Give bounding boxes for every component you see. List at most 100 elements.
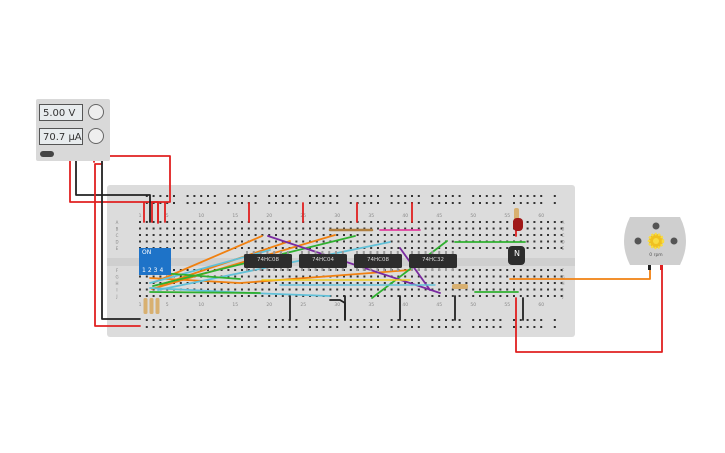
rail-hole[interactable] xyxy=(159,202,162,204)
power-switch[interactable] xyxy=(40,151,54,157)
terminal-hole[interactable] xyxy=(139,221,141,223)
terminal-hole[interactable] xyxy=(451,295,454,297)
terminal-hole[interactable] xyxy=(472,288,475,291)
rail-hole[interactable] xyxy=(431,319,434,321)
terminal-hole[interactable] xyxy=(159,227,162,230)
terminal-hole[interactable] xyxy=(431,240,434,243)
rail-hole[interactable] xyxy=(526,326,529,328)
terminal-hole[interactable] xyxy=(390,247,393,249)
terminal-hole[interactable] xyxy=(485,288,488,291)
resistor[interactable] xyxy=(452,284,468,289)
terminal-hole[interactable] xyxy=(506,234,509,236)
terminal-hole[interactable] xyxy=(560,282,563,284)
rail-hole[interactable] xyxy=(404,319,407,321)
rail-hole[interactable] xyxy=(390,202,393,204)
terminal-hole[interactable] xyxy=(417,247,420,249)
rail-hole[interactable] xyxy=(159,195,162,197)
terminal-hole[interactable] xyxy=(254,234,257,236)
terminal-hole[interactable] xyxy=(492,234,495,236)
terminal-hole[interactable] xyxy=(533,282,536,284)
rail-hole[interactable] xyxy=(322,326,325,328)
terminal-hole[interactable] xyxy=(397,288,400,291)
terminal-hole[interactable] xyxy=(302,269,305,271)
rail-hole[interactable] xyxy=(329,202,332,204)
terminal-hole[interactable] xyxy=(451,275,454,278)
terminal-hole[interactable] xyxy=(329,221,332,223)
terminal-hole[interactable] xyxy=(336,295,339,297)
rail-hole[interactable] xyxy=(309,202,311,204)
terminal-hole[interactable] xyxy=(302,227,305,230)
terminal-hole[interactable] xyxy=(145,288,148,291)
rail-hole[interactable] xyxy=(336,326,339,328)
terminal-hole[interactable] xyxy=(445,275,447,278)
terminal-hole[interactable] xyxy=(377,275,379,278)
terminal-hole[interactable] xyxy=(526,275,529,278)
terminal-hole[interactable] xyxy=(506,282,509,284)
terminal-hole[interactable] xyxy=(553,282,556,284)
terminal-hole[interactable] xyxy=(356,227,359,230)
terminal-hole[interactable] xyxy=(247,288,250,291)
terminal-hole[interactable] xyxy=(261,234,264,236)
terminal-hole[interactable] xyxy=(472,227,475,230)
wire[interactable] xyxy=(399,247,431,291)
terminal-hole[interactable] xyxy=(363,295,366,297)
rail-hole[interactable] xyxy=(370,326,373,328)
terminal-hole[interactable] xyxy=(492,295,495,297)
rail-hole[interactable] xyxy=(322,319,325,321)
terminal-hole[interactable] xyxy=(560,221,563,223)
rail-hole[interactable] xyxy=(377,326,379,328)
chip-2[interactable] xyxy=(299,254,347,268)
terminal-hole[interactable] xyxy=(492,247,495,249)
terminal-hole[interactable] xyxy=(479,269,481,271)
terminal-hole[interactable] xyxy=(166,234,169,236)
terminal-hole[interactable] xyxy=(207,234,209,236)
terminal-hole[interactable] xyxy=(241,288,243,291)
terminal-hole[interactable] xyxy=(431,282,434,284)
terminal-hole[interactable] xyxy=(349,275,352,278)
terminal-hole[interactable] xyxy=(139,240,141,243)
terminal-hole[interactable] xyxy=(213,247,216,249)
terminal-hole[interactable] xyxy=(268,295,271,297)
terminal-hole[interactable] xyxy=(377,221,379,223)
terminal-hole[interactable] xyxy=(309,234,311,236)
rail-hole[interactable] xyxy=(254,195,257,197)
rail-hole[interactable] xyxy=(227,319,230,321)
terminal-hole[interactable] xyxy=(485,275,488,278)
terminal-hole[interactable] xyxy=(322,288,325,291)
terminal-hole[interactable] xyxy=(513,288,515,291)
rail-hole[interactable] xyxy=(377,202,379,204)
rail-hole[interactable] xyxy=(281,202,284,204)
terminal-hole[interactable] xyxy=(370,240,373,243)
rail-hole[interactable] xyxy=(322,202,325,204)
rail-hole[interactable] xyxy=(193,326,196,328)
rail-hole[interactable] xyxy=(485,326,488,328)
rail-hole[interactable] xyxy=(519,195,522,197)
terminal-hole[interactable] xyxy=(485,269,488,271)
terminal-hole[interactable] xyxy=(431,288,434,291)
rail-hole[interactable] xyxy=(207,195,209,197)
terminal-hole[interactable] xyxy=(540,227,543,230)
rail-hole[interactable] xyxy=(451,195,454,197)
terminal-hole[interactable] xyxy=(247,269,250,271)
terminal-hole[interactable] xyxy=(465,247,468,249)
rail-hole[interactable] xyxy=(438,319,441,321)
terminal-hole[interactable] xyxy=(295,275,298,278)
terminal-hole[interactable] xyxy=(186,269,189,271)
terminal-hole[interactable] xyxy=(254,288,257,291)
terminal-hole[interactable] xyxy=(404,275,407,278)
terminal-hole[interactable] xyxy=(390,295,393,297)
terminal-hole[interactable] xyxy=(295,234,298,236)
terminal-hole[interactable] xyxy=(553,247,556,249)
terminal-hole[interactable] xyxy=(343,275,345,278)
rail-hole[interactable] xyxy=(315,319,318,321)
terminal-hole[interactable] xyxy=(397,275,400,278)
terminal-hole[interactable] xyxy=(336,288,339,291)
rail-hole[interactable] xyxy=(445,326,447,328)
terminal-hole[interactable] xyxy=(220,221,223,223)
terminal-hole[interactable] xyxy=(465,282,468,284)
terminal-hole[interactable] xyxy=(295,295,298,297)
terminal-hole[interactable] xyxy=(247,234,250,236)
wire[interactable] xyxy=(371,240,448,299)
terminal-hole[interactable] xyxy=(540,221,543,223)
